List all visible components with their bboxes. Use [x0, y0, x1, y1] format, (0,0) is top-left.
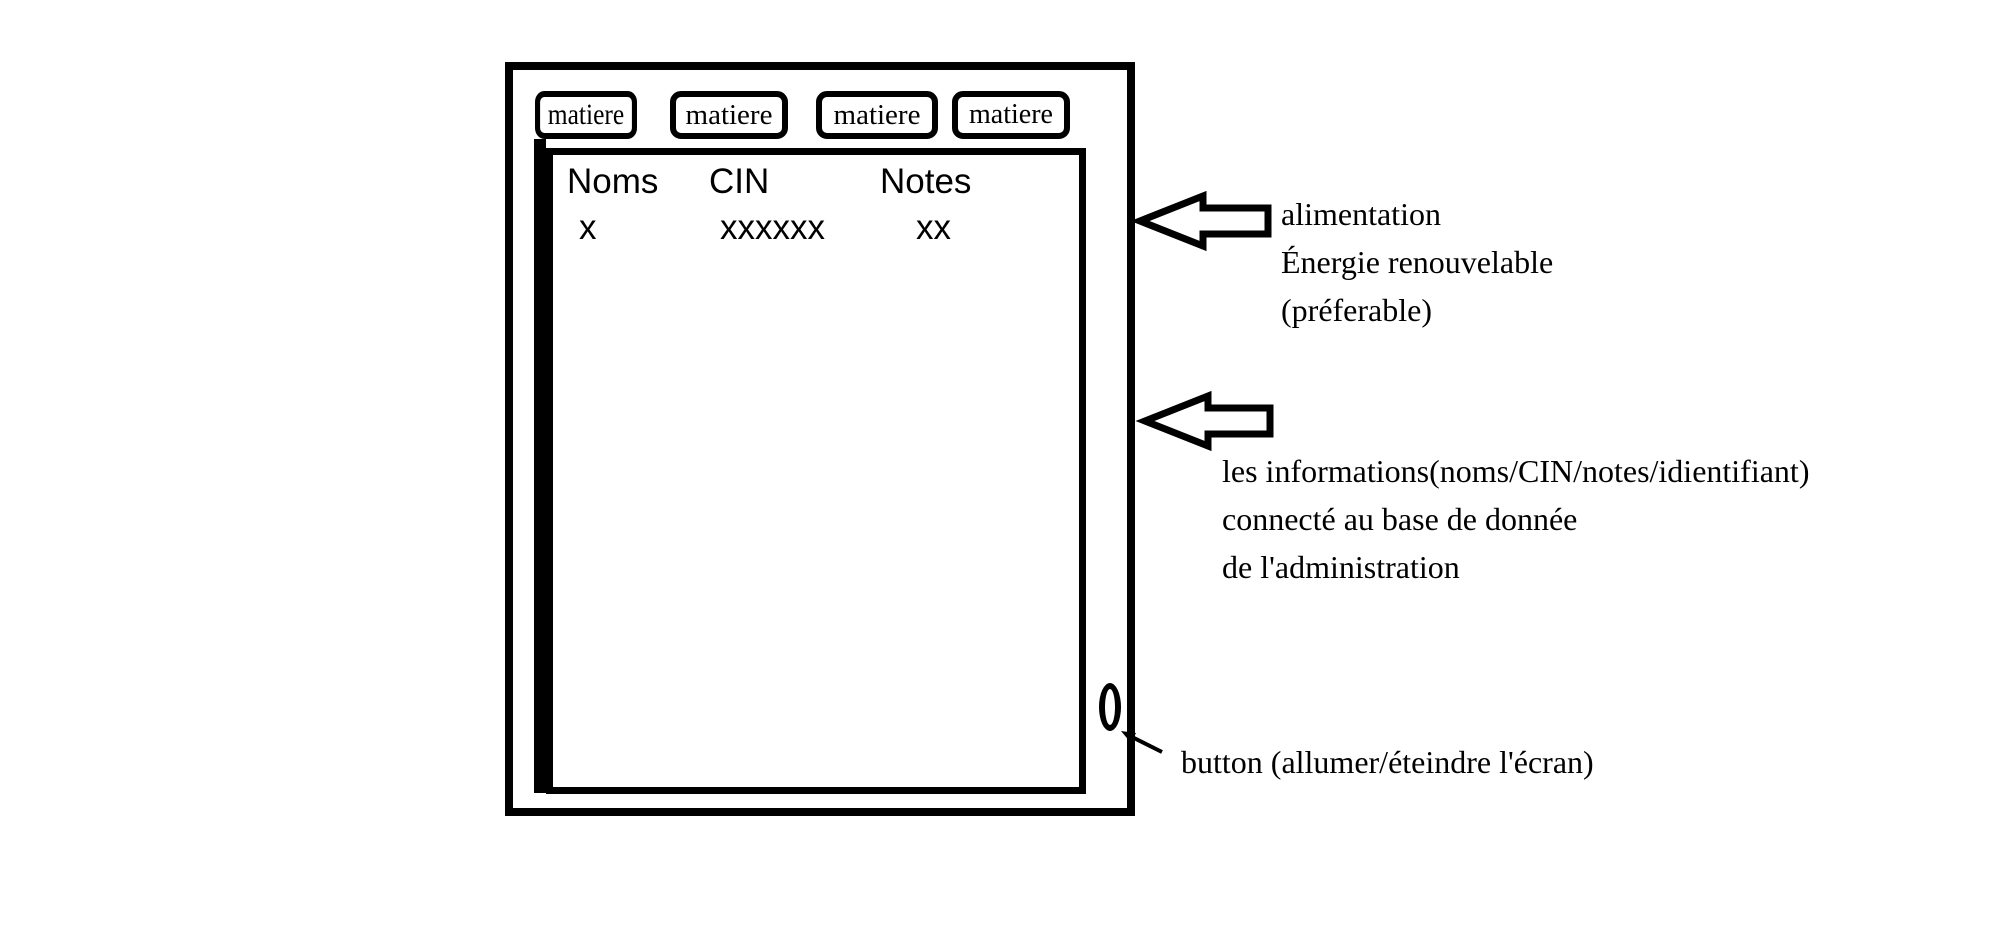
tab-matiere-3[interactable]: matiere: [816, 91, 938, 139]
column-header-noms: Noms: [567, 162, 659, 201]
annotation-info-line-3: de l'administration: [1222, 549, 1460, 585]
screen-left-edge: [534, 139, 546, 793]
table-cell-note: xx: [916, 208, 951, 247]
column-header-notes: Notes: [880, 162, 972, 201]
column-header-cin: CIN: [709, 162, 770, 201]
table-cell-cin: xxxxxx: [720, 208, 825, 247]
screen: [546, 148, 1086, 794]
power-button[interactable]: [1099, 683, 1121, 731]
annotation-info-line-1: les informations(noms/CIN/notes/idientif…: [1222, 453, 1810, 489]
annotation-power: alimentation Énergie renouvelable (préfe…: [1281, 190, 1553, 334]
annotation-power-line-3: (préferable): [1281, 292, 1432, 328]
table-cell-nom: x: [579, 208, 597, 247]
arrow-button-pointer: [1129, 734, 1163, 754]
tab-matiere-4[interactable]: matiere: [952, 91, 1070, 139]
annotation-info: les informations(noms/CIN/notes/idientif…: [1222, 447, 1809, 591]
arrow-left-power: [1130, 190, 1272, 252]
annotation-info-line-2: connecté au base de donnée: [1222, 501, 1578, 537]
arrow-left-info: [1135, 390, 1274, 452]
tab-matiere-1[interactable]: matiere: [535, 91, 637, 139]
annotation-button: button (allumer/éteindre l'écran): [1181, 744, 1594, 780]
arrow-button-pointer-head: [1121, 731, 1136, 743]
annotation-power-line-2: Énergie renouvelable: [1281, 244, 1554, 280]
annotation-power-line-1: alimentation: [1281, 196, 1441, 232]
tab-matiere-2[interactable]: matiere: [670, 91, 788, 139]
